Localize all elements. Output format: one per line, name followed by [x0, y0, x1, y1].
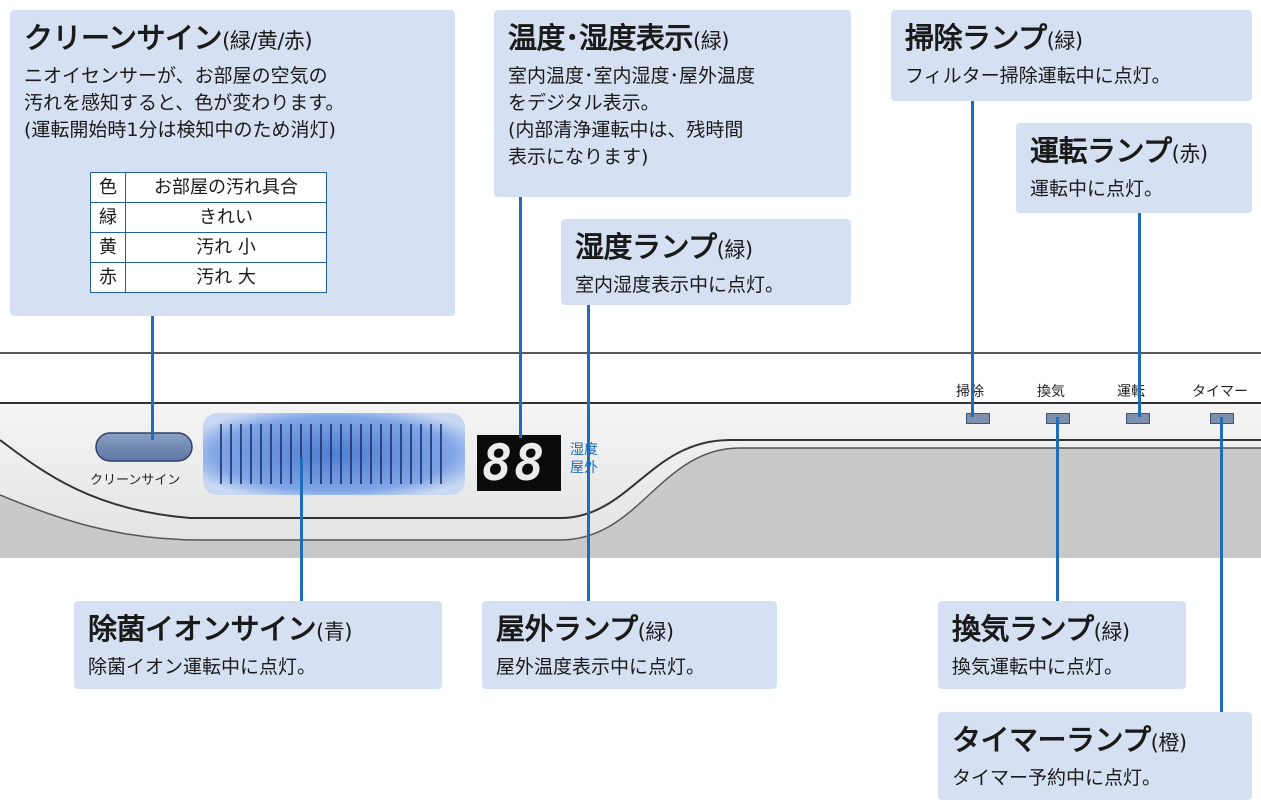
table-cell-level: 汚れ 大	[125, 262, 327, 293]
humidity-lamp-desc: 室内湿度表示中に点灯。	[575, 274, 785, 296]
callout-temp-humidity-display: 温度･湿度表示(緑) 室内温度･室内湿度･屋外温度 をデジタル表示。 (内部清浄…	[494, 10, 851, 197]
table-cell-level: 汚れ 小	[125, 232, 327, 263]
leader-run-lamp	[1138, 213, 1141, 417]
callout-timer-lamp: タイマーランプ(橙) タイマー予約中に点灯。	[938, 712, 1252, 800]
table-row: 赤 汚れ 大	[90, 262, 327, 293]
lamp-label-vent: 換気	[1037, 384, 1065, 400]
callout-vent-lamp: 換気ランプ(緑) 換気運転中に点灯。	[938, 601, 1186, 689]
lamp-label-timer: タイマー	[1192, 384, 1248, 400]
table-cell-level: きれい	[125, 202, 327, 233]
run-lamp-desc: 運転中に点灯。	[1030, 178, 1164, 200]
leader-timer-lamp	[1220, 417, 1223, 713]
ion-sign-desc: 除菌イオン運転中に点灯。	[88, 656, 317, 678]
table-cell-color: 黄	[90, 232, 126, 263]
clean-sign-panel-label: クリーンサイン	[90, 473, 181, 488]
ion-sign-glow	[203, 413, 465, 495]
outdoor-lamp-desc: 屋外温度表示中に点灯。	[496, 656, 706, 678]
humidity-lamp-title: 湿度ランプ(緑)	[575, 230, 753, 264]
lamp-label-clean: 掃除	[956, 384, 984, 400]
vent-lamp-title: 換気ランプ(緑)	[952, 612, 1130, 646]
callout-humidity-lamp: 湿度ランプ(緑) 室内湿度表示中に点灯。	[561, 219, 851, 305]
table-row: 緑 きれい	[90, 202, 327, 233]
leader-humidity-outdoor	[587, 305, 590, 601]
table-header-row: 色 お部屋の汚れ具合	[90, 172, 327, 203]
run-lamp-title: 運転ランプ(赤)	[1030, 134, 1208, 168]
callout-run-lamp: 運転ランプ(赤) 運転中に点灯。	[1016, 123, 1252, 213]
display-digits: 88	[482, 434, 547, 492]
clean-lamp	[966, 413, 990, 424]
ion-sign-title: 除菌イオンサイン(青)	[88, 612, 352, 646]
table-header-level: お部屋の汚れ具合	[125, 172, 327, 203]
display-label-outdoor: 屋外	[570, 460, 598, 476]
clean-sign-desc: ニオイセンサーが、お部屋の空気の 汚れを感知すると、色が変わります。 (運転開始…	[24, 65, 345, 141]
leader-clean-sign	[151, 316, 154, 440]
leader-temp-humidity	[519, 197, 522, 438]
timer-lamp-title: タイマーランプ(橙)	[952, 723, 1187, 757]
callout-outdoor-lamp: 屋外ランプ(緑) 屋外温度表示中に点灯。	[482, 601, 777, 689]
clean-sign-indicator	[95, 432, 193, 462]
callout-ion-sign: 除菌イオンサイン(青) 除菌イオン運転中に点灯。	[74, 601, 442, 689]
leader-vent-lamp	[1056, 417, 1059, 601]
display-label-humidity: 湿度	[570, 442, 598, 458]
table-cell-color: 赤	[90, 262, 126, 293]
timer-lamp-desc: タイマー予約中に点灯。	[952, 767, 1162, 789]
outdoor-lamp-title: 屋外ランプ(緑)	[496, 612, 674, 646]
clean-lamp-title: 掃除ランプ(緑)	[905, 21, 1083, 55]
panel-lower-recess	[0, 448, 1261, 558]
leader-ion-sign	[300, 458, 303, 601]
clean-lamp-desc: フィルター掃除運転中に点灯。	[905, 65, 1171, 87]
temp-humidity-title: 温度･湿度表示(緑)	[508, 21, 729, 55]
table-cell-color: 緑	[90, 202, 126, 233]
leader-clean-lamp	[971, 101, 974, 417]
digital-display	[477, 435, 561, 491]
clean-sign-color-table: 色 お部屋の汚れ具合 緑 きれい 黄 汚れ 小 赤 汚れ 大	[90, 172, 327, 293]
vent-lamp-desc: 換気運転中に点灯。	[952, 656, 1124, 678]
table-header-color: 色	[90, 172, 126, 203]
clean-sign-title: クリーンサイン(緑/黄/赤)	[24, 21, 313, 55]
callout-clean-lamp: 掃除ランプ(緑) フィルター掃除運転中に点灯。	[891, 10, 1252, 101]
temp-humidity-desc: 室内温度･室内湿度･屋外温度 をデジタル表示。 (内部清浄運転中は、残時間 表示…	[508, 65, 756, 168]
table-row: 黄 汚れ 小	[90, 232, 327, 263]
